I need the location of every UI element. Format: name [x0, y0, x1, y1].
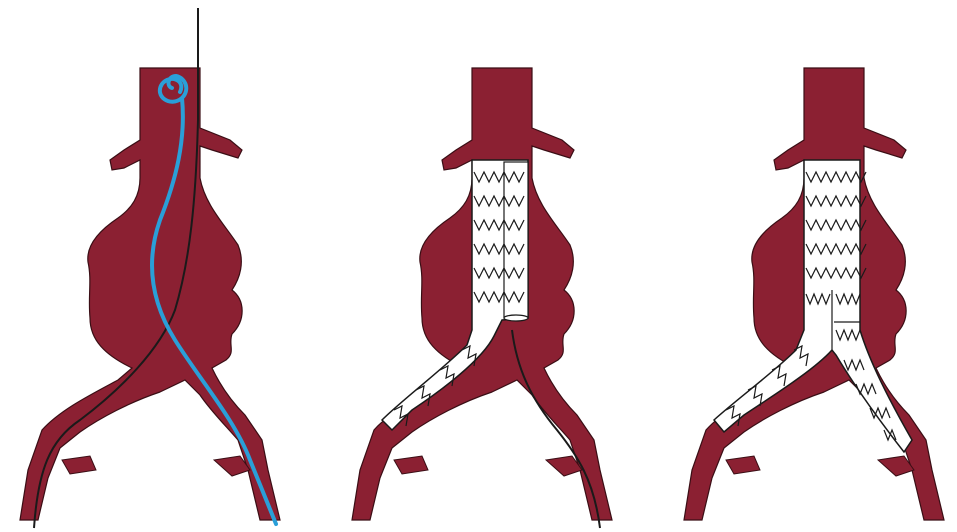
panel-1 — [20, 8, 280, 528]
iliac-branch-left-2 — [394, 456, 428, 474]
panel-3 — [684, 68, 944, 520]
panel-2 — [352, 68, 612, 528]
iliac-branch-left-3 — [726, 456, 760, 474]
aorta-shape-1 — [20, 68, 280, 520]
iliac-branch-left-1 — [62, 456, 96, 474]
